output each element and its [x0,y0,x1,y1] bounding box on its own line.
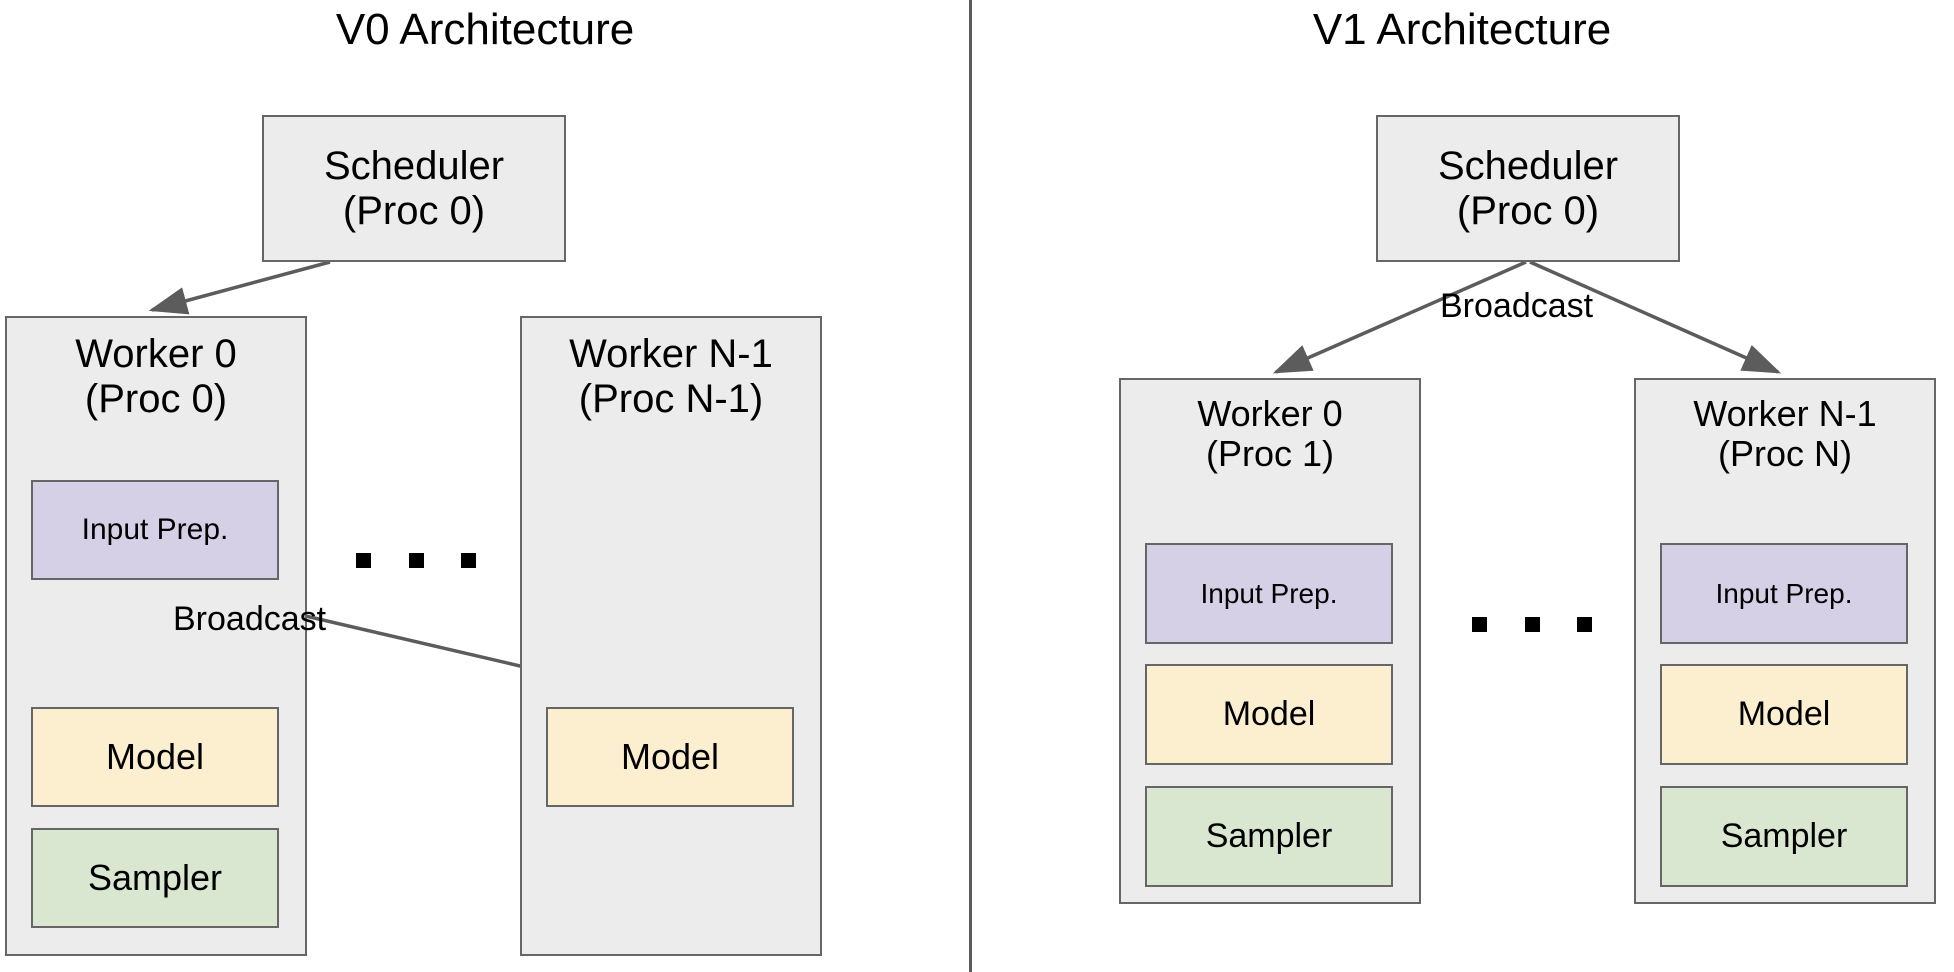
v1-worker-0-sampler-label: Sampler [1205,817,1333,856]
v1-worker-0-input-prep[interactable]: Input Prep. [1145,543,1393,644]
v0-worker-0-model-label: Model [105,735,205,777]
v0-worker-0-input-prep[interactable]: Input Prep. [31,480,279,580]
v1-broadcast-label: Broadcast [1440,287,1594,325]
v0-worker-n1-model-label: Model [620,735,720,777]
v0-worker-n1-title: Worker N-1 (Proc N-1) [569,332,773,422]
v1-ellipsis-dot-3 [1577,616,1592,632]
v0-worker-0-sampler-label: Sampler [87,856,223,898]
v0-worker-n1-box[interactable]: Worker N-1 (Proc N-1) [520,316,822,956]
v0-worker-0-line2: (Proc 0) [84,376,228,421]
panel-title-v1: V1 Architecture [1312,5,1612,54]
v1-scheduler-line2: (Proc 0) [1456,188,1600,233]
v1-worker-n1-title: Worker N-1 (Proc N) [1693,393,1877,475]
v0-scheduler-line2: (Proc 0) [342,188,486,233]
v0-worker-n1-line2: (Proc N-1) [578,376,764,421]
v1-worker-0-line2: (Proc 1) [1205,433,1335,475]
v1-worker-n1-input-prep-label: Input Prep. [1715,577,1853,609]
v0-ellipsis-dot-2 [408,552,424,568]
panel-title-v0: V0 Architecture [335,5,635,54]
v1-worker-n1-sampler[interactable]: Sampler [1660,786,1908,887]
edge-v0-scheduler-to-worker0 [148,260,331,315]
v0-ellipsis-dot-3 [461,552,476,568]
v1-worker-0-title: Worker 0 (Proc 1) [1197,393,1343,475]
v0-worker-0-line1: Worker 0 [75,332,237,376]
v0-worker-0-model[interactable]: Model [31,707,279,807]
v1-worker-0-model[interactable]: Model [1145,664,1393,765]
v1-worker-n1-model[interactable]: Model [1660,664,1908,765]
v1-worker-n1-input-prep[interactable]: Input Prep. [1660,543,1908,644]
v1-worker-n1-line2: (Proc N) [1717,433,1852,475]
v0-worker-0-title: Worker 0 (Proc 0) [75,332,237,422]
v1-worker-0-model-label: Model [1222,695,1316,734]
v0-worker-0-input-prep-label: Input Prep. [81,513,229,547]
v0-worker-0-sampler[interactable]: Sampler [31,828,279,928]
v1-ellipsis-dot-2 [1524,616,1540,632]
v0-broadcast-label: Broadcast [173,600,327,638]
panel-divider [969,0,972,972]
v1-ellipsis [1472,612,1592,636]
v1-scheduler-line1: Scheduler [1437,143,1619,188]
v1-worker-n1-model-label: Model [1737,695,1831,734]
v0-worker-n1-line1: Worker N-1 [569,332,773,376]
v0-ellipsis [356,548,476,572]
v1-worker-n1-line1: Worker N-1 [1693,393,1877,434]
v1-worker-0-input-prep-label: Input Prep. [1200,577,1338,609]
v1-worker-n1-sampler-label: Sampler [1720,817,1848,856]
v0-scheduler-box[interactable]: Scheduler (Proc 0) [262,115,566,262]
v1-ellipsis-dot-1 [1472,616,1487,632]
v1-scheduler-box[interactable]: Scheduler (Proc 0) [1376,115,1680,262]
v0-ellipsis-dot-1 [356,552,371,568]
v1-worker-0-sampler[interactable]: Sampler [1145,786,1393,887]
v0-scheduler-line1: Scheduler [323,143,505,188]
v0-worker-n1-model[interactable]: Model [546,707,794,807]
v1-worker-0-line1: Worker 0 [1197,393,1343,434]
